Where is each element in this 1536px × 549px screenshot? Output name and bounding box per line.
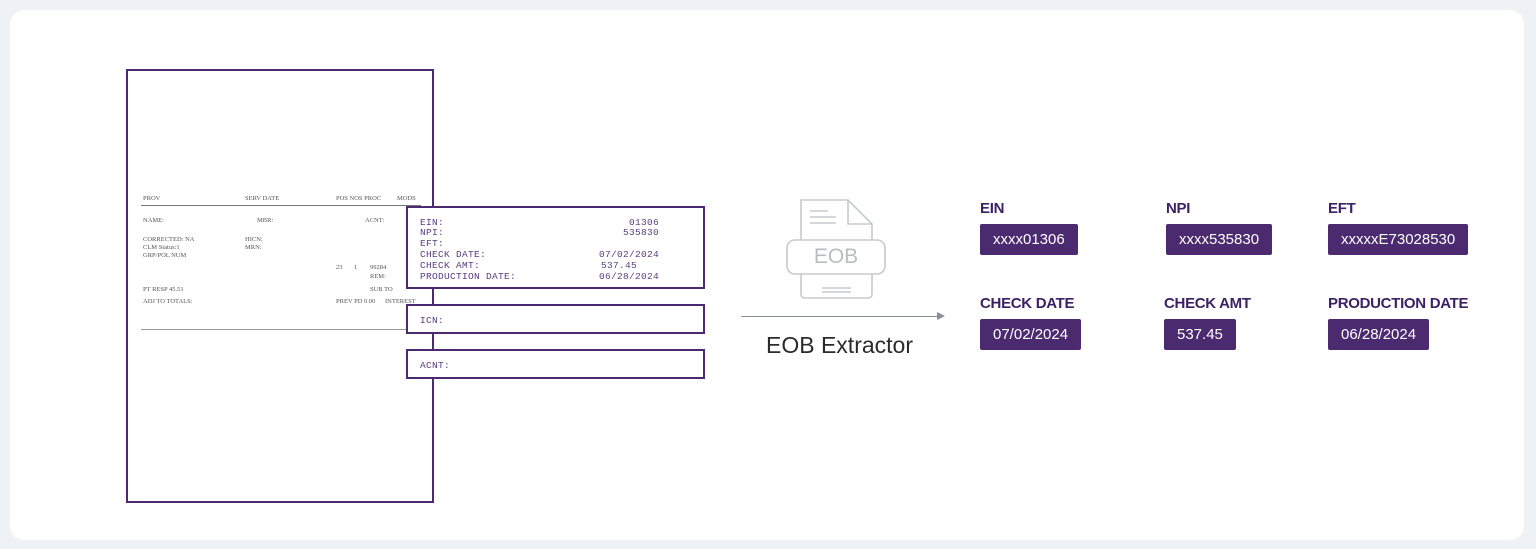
prev-pd-text: PREV PD 0.00 (336, 298, 376, 305)
field-ein-value: xxxx01306 (980, 224, 1078, 255)
callout-check-date-value: 07/02/2024 (598, 249, 659, 260)
callout-check-amt-label: CHECK AMT: (420, 260, 481, 271)
callout-row-ein: EIN: 01306 (420, 217, 659, 228)
clm-status-text: CLM Status:1 (143, 244, 180, 251)
field-check-amt-label: CHECK AMT (1164, 295, 1251, 312)
callout-icn: ICN: (406, 304, 705, 334)
arrow-line (741, 316, 939, 317)
callout-row-check-date: CHECK DATE: 07/02/2024 (420, 249, 659, 260)
callout-row-eft: EFT: (420, 238, 659, 249)
callout-production-date-label: PRODUCTION DATE: (420, 271, 517, 282)
header-prov: PROV (143, 195, 161, 202)
acnt-label: ACNT: (365, 217, 385, 224)
interest-text: INTEREST (385, 298, 416, 305)
line-pos: 23 (336, 264, 343, 271)
arrow-label: EOB Extractor (766, 332, 913, 358)
mbr-label: MBR: (257, 217, 274, 224)
arrow-head-icon (937, 312, 945, 320)
callout-npi-label: NPI: (420, 227, 445, 238)
field-npi-value: xxxx535830 (1166, 224, 1273, 255)
callout-row-check-amt: CHECK AMT: 537.45 (420, 260, 659, 271)
field-check-amt-value: 537.45 (1164, 319, 1236, 350)
field-npi-label: NPI (1166, 200, 1191, 217)
line-proc: 99284 (370, 264, 387, 271)
line-nos: 1 (354, 264, 358, 271)
callout-row-npi: NPI: 535830 (420, 227, 659, 238)
adj-totals-text: ADJ TO TOTALS: (143, 298, 193, 305)
header-pos-nos-proc: POS NOS PROC (336, 195, 382, 202)
callout-row-production-date: PRODUCTION DATE: 06/28/2024 (420, 271, 659, 282)
callout-production-date-value: 06/28/2024 (598, 271, 659, 282)
callout-acnt-label: ACNT: (420, 360, 451, 371)
field-ein-label: EIN (980, 200, 1005, 217)
totals-rule (141, 329, 421, 330)
pt-resp-text: PT RESP 45.51 (143, 286, 184, 293)
field-check-date-value: 07/02/2024 (980, 319, 1082, 350)
field-eft-value: xxxxxE73028530 (1328, 224, 1469, 255)
callout-main: EIN: 01306 NPI: 535830 EFT: CHECK DATE: … (406, 206, 705, 289)
corrected-text: CORRECTED: NA (143, 236, 195, 243)
sub-total-text: SUB TO (370, 286, 393, 293)
callout-ein-value: 01306 (628, 217, 659, 228)
rem-label: REM: (370, 273, 386, 280)
name-label: NAME: (143, 217, 164, 224)
mrn-label: MRN: (245, 244, 262, 251)
header-serv-date: SERV DATE (245, 195, 280, 202)
grp-pol-text: GRP/POL NUM (143, 252, 187, 259)
callout-check-amt-value: 537.45 (600, 260, 637, 271)
field-check-date-label: CHECK DATE (980, 295, 1075, 312)
header-rule (141, 205, 421, 206)
callout-ein-label: EIN: (420, 217, 445, 228)
callout-acnt: ACNT: (406, 349, 705, 379)
field-production-date-label: PRODUCTION DATE (1328, 295, 1469, 312)
callout-icn-label: ICN: (420, 315, 445, 326)
header-mods: MODS (397, 195, 416, 202)
eob-document-icon: EOB (784, 196, 888, 300)
field-production-date-value: 06/28/2024 (1328, 319, 1430, 350)
callout-npi-value: 535830 (622, 227, 659, 238)
eob-icon-text: EOB (813, 245, 859, 268)
eob-document: PROV SERV DATE POS NOS PROC MODS NAME: M… (126, 69, 434, 503)
callout-eft-label: EFT: (420, 238, 445, 249)
hicn-label: HICN: (245, 236, 263, 243)
field-eft-label: EFT (1328, 200, 1356, 217)
callout-check-date-label: CHECK DATE: (420, 249, 487, 260)
